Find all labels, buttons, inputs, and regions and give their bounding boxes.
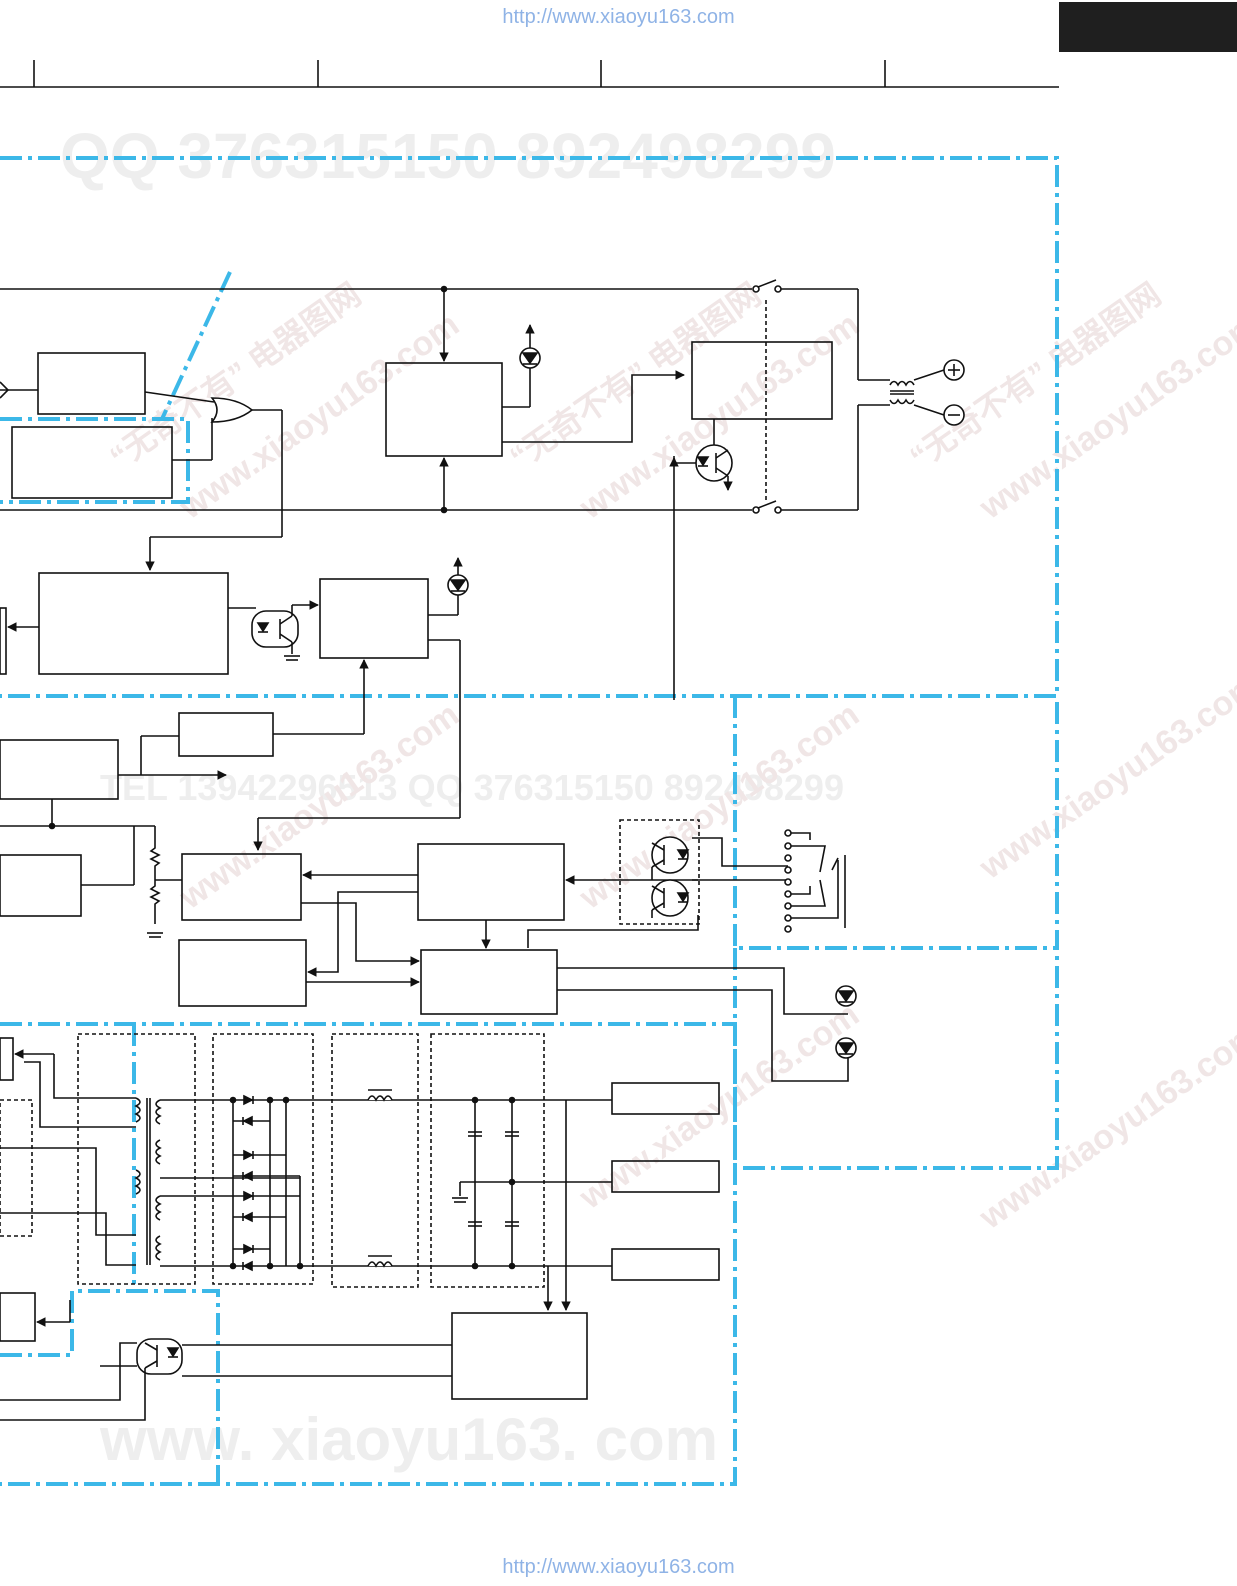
filter-capacitors-icon	[452, 1100, 548, 1266]
page-corner-tab	[1059, 2, 1237, 52]
output-coupling	[889, 369, 945, 416]
led-icon-1	[835, 985, 857, 1007]
region-power	[0, 1022, 737, 1486]
region-power-inner	[0, 1289, 220, 1484]
watermark-site-big: www. xiaoyu163. com	[99, 1406, 718, 1473]
watermark-site-diag-8: www.xiaoyu163.com	[972, 1015, 1237, 1237]
watermark-site-diag-6: www.xiaoyu163.com	[972, 665, 1237, 887]
rectifier-box	[212, 1033, 314, 1285]
or-gate-icon	[210, 397, 254, 423]
output-minus-terminal-icon	[943, 404, 965, 426]
block-small-upper	[178, 712, 274, 757]
watermark-cn-diag-3: “无奇不有” 电器图网	[903, 276, 1167, 476]
region-jack	[733, 696, 1059, 950]
block-middle-center	[319, 578, 429, 659]
zener-diode-icon-1	[519, 347, 541, 369]
source-url-bottom[interactable]: http://www.xiaoyu163.com	[502, 1556, 735, 1578]
source-url-top[interactable]: http://www.xiaoyu163.com	[502, 6, 735, 28]
choke-inductor-icon-2	[367, 1255, 393, 1268]
transformer-box	[77, 1033, 196, 1285]
output-box-3	[611, 1248, 720, 1281]
block-upper-right	[691, 341, 833, 420]
watermark-cn-diag-2: “无奇不有” 电器图网	[503, 276, 767, 476]
transformer-icon	[134, 1097, 162, 1265]
optocoupler-icon-5	[144, 1342, 180, 1369]
block-power-left-top	[0, 1037, 14, 1081]
header-rule	[0, 60, 1059, 88]
rectifier-diodes-icon	[242, 1094, 254, 1272]
block-center-right	[417, 843, 565, 921]
optocoupler-icon-1	[695, 444, 733, 482]
block-center-lower-left	[178, 939, 307, 1007]
region-diagonal	[160, 271, 232, 420]
relay-switch-top	[752, 279, 782, 293]
capacitor-box	[430, 1033, 545, 1288]
optocoupler-icon-2	[256, 615, 293, 643]
output-plus-terminal-icon	[943, 359, 965, 381]
optocoupler-icon-3	[651, 836, 690, 874]
led-icon-2	[835, 1037, 857, 1059]
region-borders	[0, 156, 1059, 1486]
zener-diode-icon-2	[447, 574, 469, 596]
region-led	[733, 948, 1059, 1170]
choke-inductor-icon-1	[367, 1089, 393, 1102]
block-power-left-dashed	[0, 1099, 33, 1237]
block-top-left-a	[37, 352, 146, 415]
watermark-layer: QQ 376315150 892498299 TEL 13942296513 Q…	[60, 120, 1237, 1473]
block-left-edge	[0, 607, 7, 675]
block-middle-left	[38, 572, 229, 675]
block-center-main	[181, 853, 302, 921]
block-power-bottom	[451, 1312, 588, 1400]
relay-switch-bottom	[752, 500, 782, 514]
schematic	[0, 279, 965, 1421]
watermark-cn-diag-1: “无奇不有” 电器图网	[103, 276, 367, 476]
block-center-left-lower	[0, 854, 82, 917]
block-center-output	[420, 949, 558, 1015]
output-box-2	[611, 1160, 720, 1193]
choke-box	[331, 1033, 419, 1288]
output-box-1	[611, 1082, 720, 1115]
block-power-left-bottom	[0, 1292, 36, 1342]
block-center-left-wide	[0, 739, 119, 800]
block-top-left-b	[11, 426, 173, 499]
block-upper-middle	[385, 362, 503, 457]
headphone-jack-icon	[784, 829, 846, 933]
optocoupler-icon-4	[651, 879, 690, 917]
